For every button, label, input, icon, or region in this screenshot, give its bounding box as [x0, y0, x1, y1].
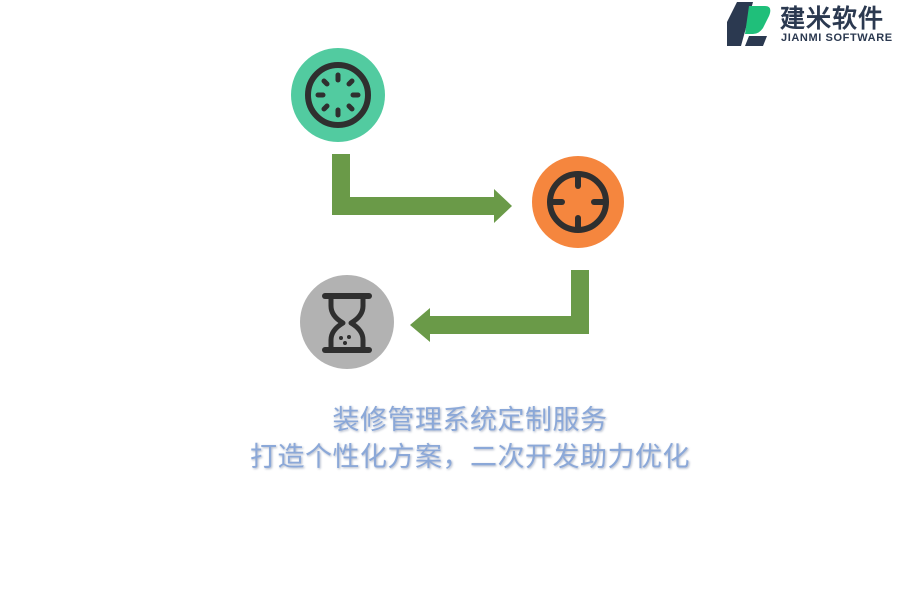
caption-line-1: 装修管理系统定制服务: [332, 405, 608, 436]
loading-spinner-icon: [305, 62, 371, 128]
crosshair-target-icon: [547, 171, 609, 233]
logo-name-cn: 建米软件: [780, 4, 885, 33]
brand-logo: 建米软件 JIANMI SOFTWARE: [727, 2, 900, 46]
arrow-green-to-orange: [332, 154, 512, 223]
node-orange: [532, 156, 624, 248]
node-gray: [300, 275, 394, 369]
hourglass-icon: [322, 293, 372, 353]
caption: 装修管理系统定制服务 打造个性化方案，二次开发助力优化: [200, 402, 740, 476]
node-green: [291, 48, 385, 142]
logo-mark-icon: [727, 2, 771, 46]
arrow-orange-to-gray: [410, 270, 589, 342]
logo-name-en: JIANMI SOFTWARE: [781, 32, 893, 44]
caption-line-2: 打造个性化方案，二次开发助力优化: [250, 442, 690, 473]
